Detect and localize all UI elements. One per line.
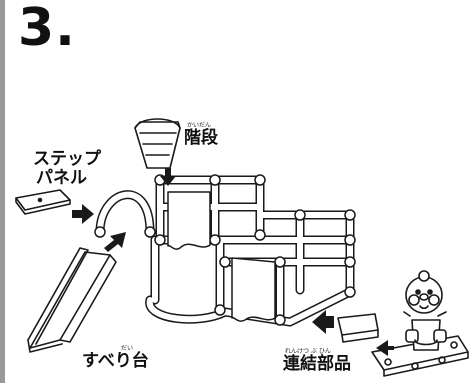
spring-rider <box>371 270 469 377</box>
connector-part <box>337 313 379 343</box>
slide-label: すべり台 <box>82 351 149 371</box>
step-number: 3. <box>18 0 76 58</box>
page-left-rule <box>0 0 5 383</box>
step-panel-arrow <box>72 204 94 224</box>
step-panel-label-line1: ステップ <box>33 149 101 169</box>
connector-ruby: れんけつ ぶ ひん <box>285 348 331 355</box>
slide-ruby: だい <box>121 345 134 352</box>
step-panel-label-line2: パネル <box>36 168 87 188</box>
step-panel-part <box>15 189 71 215</box>
stairs-part <box>134 118 181 169</box>
connector-arrow <box>312 310 334 334</box>
stairs-label: 階段 <box>184 128 218 148</box>
rider-arrow <box>376 340 394 356</box>
stairs-arrow <box>160 168 176 186</box>
slide-part <box>27 247 117 353</box>
slide-arrow <box>104 232 126 252</box>
jungle-gym-frame <box>94 174 356 327</box>
stairs-ruby: かいだん <box>187 122 212 129</box>
connector-label: 連結部品 <box>283 354 351 374</box>
